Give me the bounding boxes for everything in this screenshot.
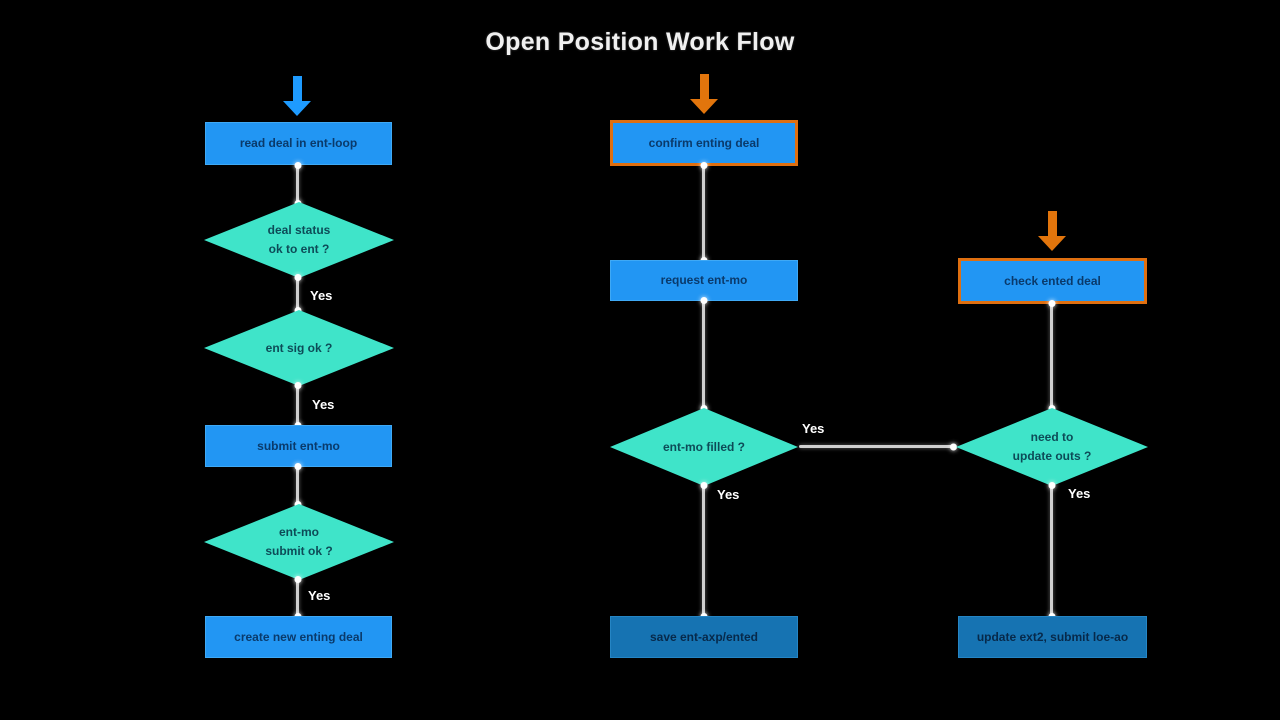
arrow-head bbox=[1038, 236, 1066, 251]
connector-line bbox=[296, 277, 299, 311]
connector-line bbox=[702, 300, 705, 409]
node-read-deal: read deal in ent-loop bbox=[205, 122, 392, 165]
yes-label: Yes bbox=[312, 397, 335, 412]
entry-arrow-down-orange-icon bbox=[690, 74, 718, 114]
decision-need-update-label: need to update outs ? bbox=[1012, 430, 1092, 463]
node-save-ent: save ent-axp/ented bbox=[610, 616, 798, 658]
entry-arrow-down-orange-icon bbox=[1038, 211, 1066, 251]
connector-line bbox=[296, 385, 299, 426]
arrow-shaft bbox=[699, 74, 709, 99]
decision-ent-sig: ent sig ok ? bbox=[204, 310, 394, 386]
arrow-shaft bbox=[1047, 211, 1057, 236]
node-update-ext-label: update ext2, submit loe-ao bbox=[976, 629, 1129, 644]
decision-entmo-submit-label: ent-mo submit ok ? bbox=[265, 525, 333, 558]
decision-need-update: need to update outs ? bbox=[956, 408, 1148, 486]
connector-line bbox=[702, 165, 705, 261]
connector-line bbox=[702, 485, 705, 617]
decision-deal-status: deal status ok to ent ? bbox=[204, 202, 394, 278]
yes-label: Yes bbox=[308, 588, 331, 603]
decision-entmo-filled: ent-mo filled ? bbox=[610, 408, 798, 486]
decision-entmo-filled-label: ent-mo filled ? bbox=[663, 439, 745, 454]
connector-line bbox=[296, 165, 299, 204]
node-update-ext: update ext2, submit loe-ao bbox=[958, 616, 1147, 658]
node-request-entmo: request ent-mo bbox=[610, 260, 798, 301]
node-create-new-deal-label: create new enting deal bbox=[234, 629, 363, 644]
yes-label: Yes bbox=[310, 288, 333, 303]
node-submit-entmo-label: submit ent-mo bbox=[257, 438, 340, 453]
arrow-shaft bbox=[292, 76, 302, 101]
arrow-head bbox=[690, 99, 718, 114]
yes-label: Yes bbox=[717, 487, 740, 502]
node-save-ent-label: save ent-axp/ented bbox=[649, 629, 759, 644]
page-title: Open Position Work Flow bbox=[485, 28, 795, 56]
yes-label: Yes bbox=[1068, 486, 1091, 501]
connector-line bbox=[296, 579, 299, 617]
arrow-head bbox=[283, 101, 311, 116]
node-confirm-deal: confirm enting deal bbox=[610, 120, 798, 166]
node-read-deal-label: read deal in ent-loop bbox=[239, 136, 358, 151]
connector-line bbox=[296, 466, 299, 505]
decision-ent-sig-label: ent sig ok ? bbox=[265, 340, 333, 355]
node-confirm-deal-label: confirm enting deal bbox=[648, 135, 760, 150]
node-check-deal: check ented deal bbox=[958, 258, 1147, 304]
decision-entmo-submit: ent-mo submit ok ? bbox=[204, 504, 394, 580]
decision-deal-status-label: deal status ok to ent ? bbox=[267, 223, 331, 256]
entry-arrow-down-blue-icon bbox=[283, 76, 311, 116]
node-request-entmo-label: request ent-mo bbox=[660, 273, 748, 288]
connector-line-horizontal bbox=[799, 445, 955, 448]
node-submit-entmo: submit ent-mo bbox=[205, 425, 392, 467]
connector-line bbox=[1050, 303, 1053, 409]
node-create-new-deal: create new enting deal bbox=[205, 616, 392, 658]
yes-label: Yes bbox=[802, 421, 825, 436]
node-check-deal-label: check ented deal bbox=[1004, 273, 1101, 288]
connector-line bbox=[1050, 485, 1053, 617]
